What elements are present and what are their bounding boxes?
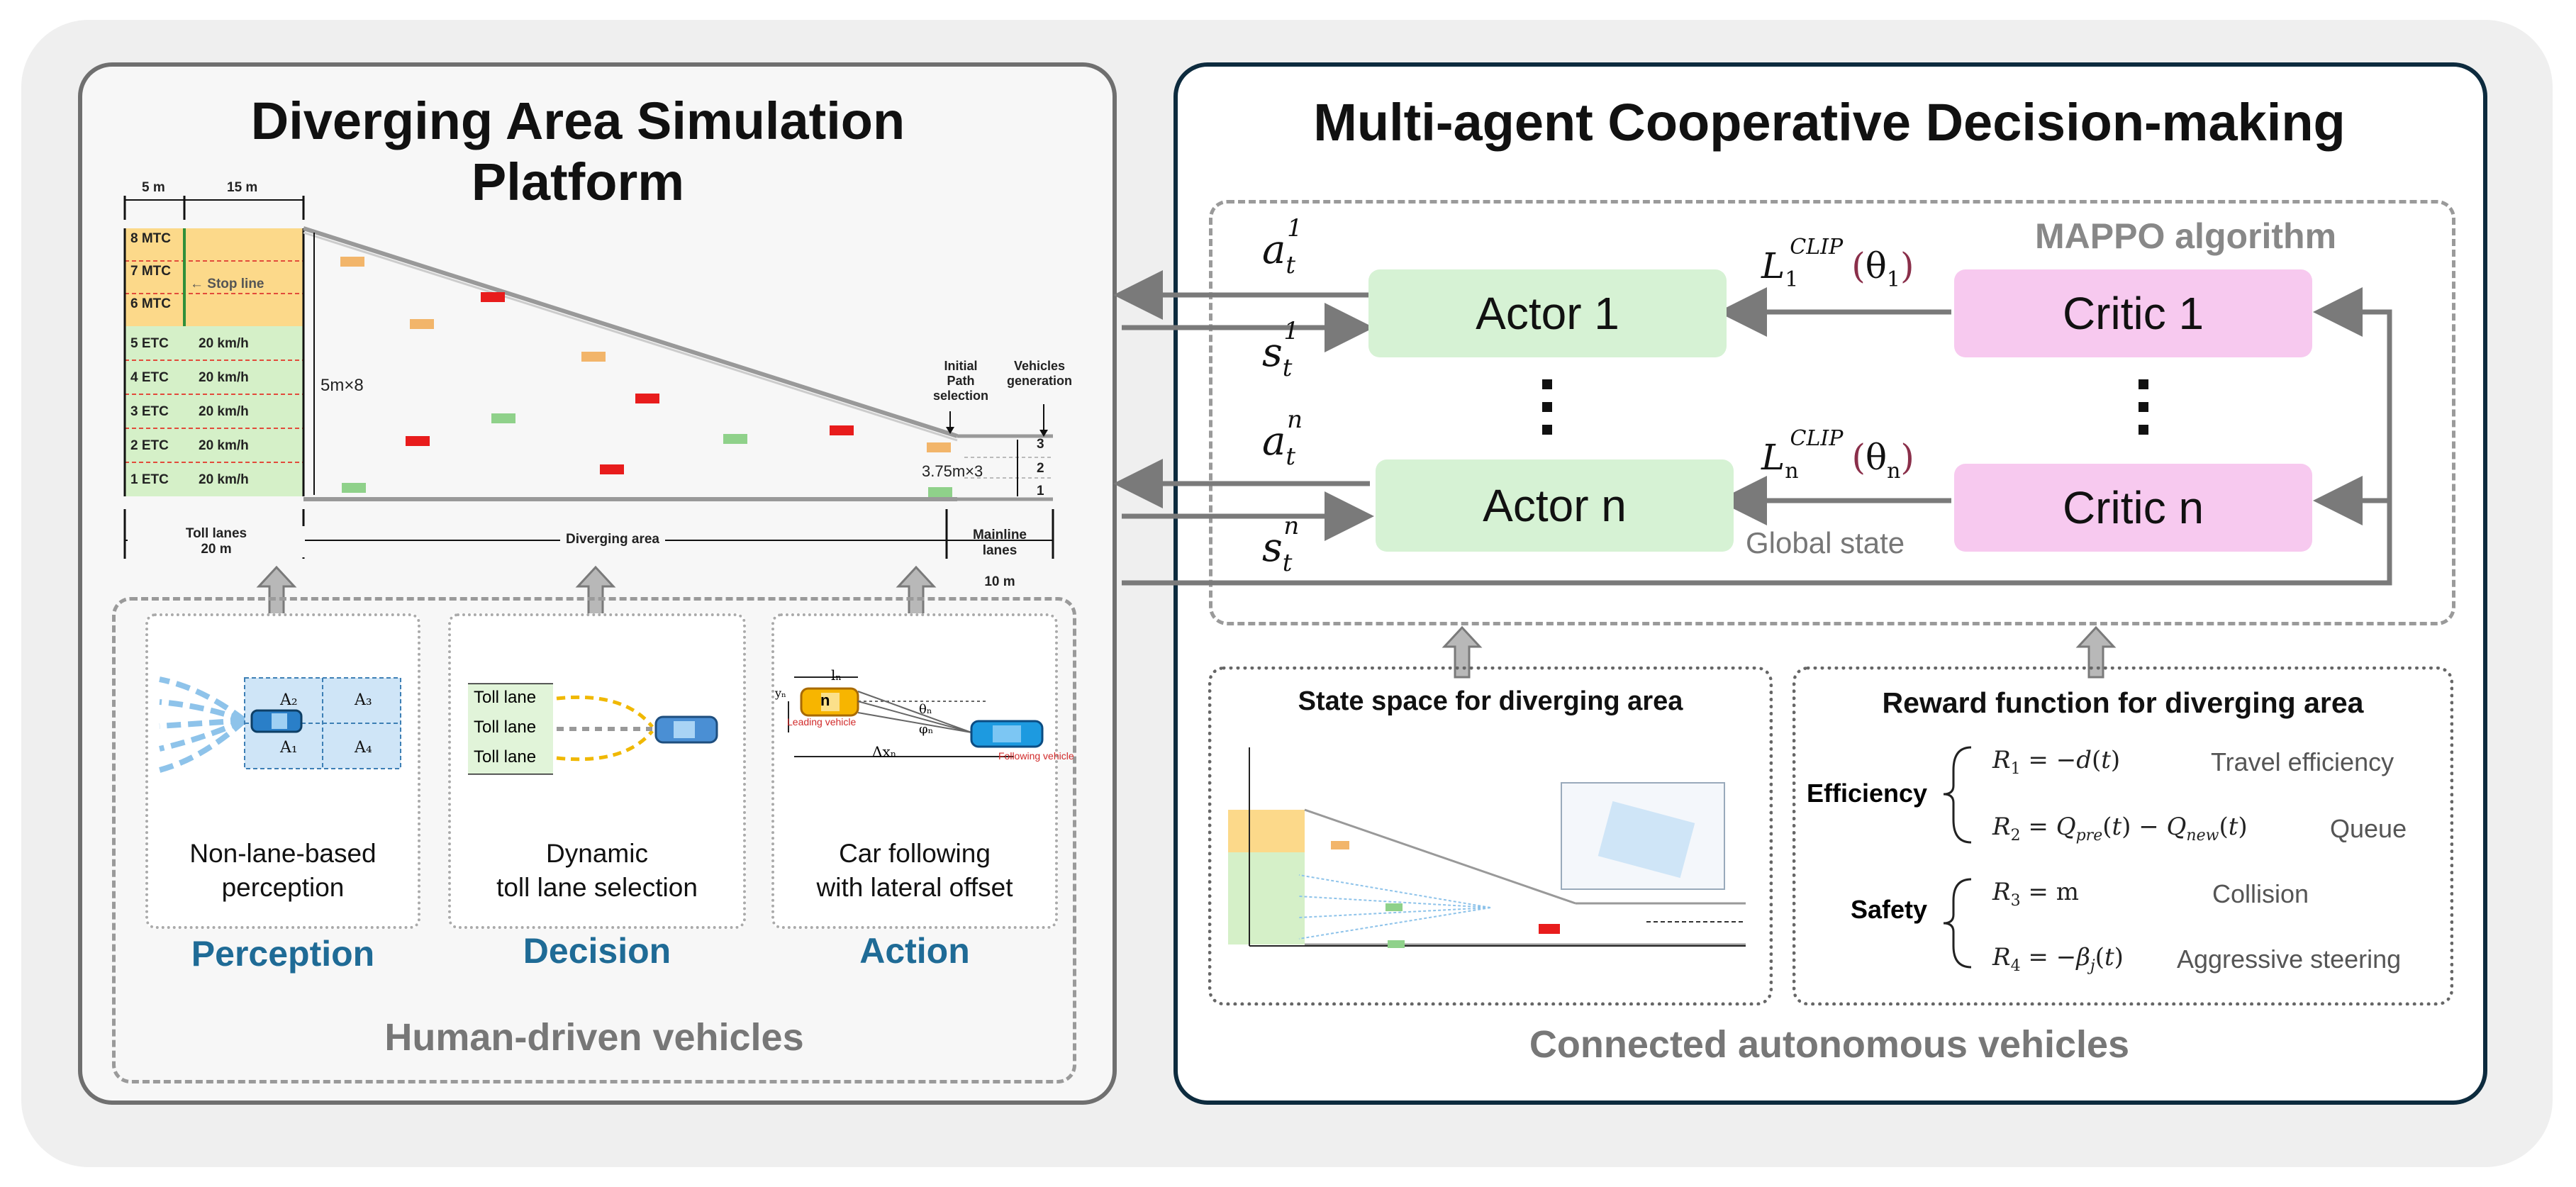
critic-ellipsis bbox=[2139, 379, 2148, 435]
state-sn-label: stn bbox=[1262, 512, 1300, 577]
reward-r3-desc: Collision bbox=[2212, 879, 2309, 908]
mainline-width-label: 3.75m×3 bbox=[922, 462, 983, 480]
mappo-flow-arrows bbox=[1113, 270, 2392, 586]
following-vehicle-label: Following vehicle bbox=[998, 750, 1074, 762]
perception-label: Perception bbox=[191, 934, 375, 974]
action-an-label: atn bbox=[1262, 406, 1303, 471]
decision-label: Decision bbox=[523, 931, 671, 971]
cell-a2: A₂ bbox=[280, 691, 298, 709]
reward-function-title: Reward function for diverging area bbox=[1882, 686, 2364, 719]
dim-5m-label: 5 m bbox=[142, 180, 165, 195]
toll-lane-word-3: Toll lane bbox=[474, 747, 537, 767]
mainline-lane-1: 1 bbox=[1037, 484, 1044, 498]
diverging-area-label: Diverging area bbox=[560, 532, 665, 547]
state-space-illustration bbox=[1228, 747, 1746, 948]
decision-making-title: Multi-agent Cooperative Decision-making bbox=[1313, 93, 2346, 152]
human-driven-module-box bbox=[112, 597, 1076, 1083]
reward-r4-formula: R4 = −βj(t) bbox=[1992, 943, 2124, 975]
actor-1-box: Actor 1 bbox=[1368, 269, 1727, 357]
reward-r3-formula: R3 = m bbox=[1992, 878, 2079, 910]
action-caption: Car following with lateral offset bbox=[816, 839, 1013, 902]
initial-path-label: Initial Path selection bbox=[932, 359, 989, 403]
safety-label: Safety bbox=[1851, 895, 1928, 924]
efficiency-brace bbox=[1943, 746, 1972, 844]
toll-lane-word-1: Toll lane bbox=[474, 688, 537, 707]
action-dxn-label: Δxₙ bbox=[872, 743, 897, 760]
mainline-dimension: Mainline lanes 10 m bbox=[972, 528, 1027, 589]
critic-1-box: Critic 1 bbox=[1954, 269, 2312, 357]
state-space-title: State space for diverging area bbox=[1298, 686, 1683, 716]
critic-n-box: Critic n bbox=[1954, 464, 2312, 552]
perception-caption: Non-lane-based perception bbox=[189, 839, 377, 902]
action-phi-label: φₙ bbox=[919, 722, 934, 737]
mappo-label: MAPPO algorithm bbox=[2035, 216, 2337, 256]
actor-ellipsis bbox=[1542, 379, 1552, 435]
cell-a3: A₃ bbox=[355, 691, 372, 709]
reward-r4-desc: Aggressive steering bbox=[2177, 944, 2402, 974]
perception-module bbox=[145, 613, 420, 929]
state-s1-label: st1 bbox=[1262, 317, 1300, 382]
mappo-box bbox=[1209, 200, 2455, 625]
perception-illustration bbox=[158, 676, 401, 773]
loss-n-label: LnCLIP(θn) bbox=[1761, 426, 1914, 484]
decision-illustration bbox=[468, 683, 718, 775]
actor-n-box: Actor n bbox=[1376, 459, 1734, 552]
action-theta-label: θₙ bbox=[919, 702, 932, 717]
human-driven-vehicles-label: Human-driven vehicles bbox=[384, 1016, 804, 1059]
global-state-label: Global state bbox=[1746, 526, 1905, 559]
toll-lanes-dimension: Toll lanes 20 m bbox=[128, 526, 305, 557]
mainline-lane-3: 3 bbox=[1037, 437, 1044, 452]
action-module bbox=[771, 613, 1058, 929]
safety-brace bbox=[1943, 878, 1972, 969]
decision-caption: Dynamic toll lane selection bbox=[496, 839, 698, 902]
action-a1-label: at1 bbox=[1262, 214, 1303, 279]
action-label: Action bbox=[859, 931, 970, 971]
simulated-vehicles bbox=[340, 257, 952, 497]
stop-line-label: ← Stop line bbox=[190, 277, 264, 291]
reward-r1-desc: Travel efficiency bbox=[2211, 747, 2394, 776]
action-ln-label: lₙ bbox=[831, 667, 842, 684]
mainline-lane-2: 2 bbox=[1037, 461, 1044, 476]
toll-lane-word-2: Toll lane bbox=[474, 718, 537, 737]
reward-r1-formula: R1 = −d(t) bbox=[1992, 746, 2121, 778]
up-arrow-state bbox=[1442, 625, 1483, 679]
connected-autonomous-vehicles-label: Connected autonomous vehicles bbox=[1529, 1023, 2130, 1066]
leading-vehicle-label: Leading vehicle bbox=[787, 716, 857, 728]
action-y-label: yₙ bbox=[775, 686, 786, 700]
toll-width-label: 5m×8 bbox=[320, 376, 364, 395]
cell-a1: A₁ bbox=[280, 739, 298, 757]
simulation-platform-title: Diverging Area Simulation Platform bbox=[177, 91, 978, 213]
title-line-2: Platform bbox=[471, 152, 685, 211]
title-line-1: Diverging Area Simulation bbox=[250, 91, 905, 150]
reward-r2-formula: R2 = Qpre(t) − Qnew(t) bbox=[1992, 813, 2248, 845]
action-n-label: n bbox=[820, 691, 830, 709]
efficiency-label: Efficiency bbox=[1807, 779, 1928, 808]
state-space-box bbox=[1208, 667, 1773, 1005]
loss-1-label: L1CLIP(θ1) bbox=[1761, 235, 1914, 292]
reward-function-box bbox=[1792, 667, 2453, 1005]
cell-a4: A₄ bbox=[355, 739, 372, 757]
action-illustration bbox=[788, 676, 1044, 757]
up-arrow-reward bbox=[2075, 625, 2117, 679]
vehicles-generation-label: Vehicles generation bbox=[1006, 359, 1072, 388]
dim-15m-label: 15 m bbox=[227, 180, 258, 195]
reward-r2-desc: Queue bbox=[2330, 814, 2407, 843]
